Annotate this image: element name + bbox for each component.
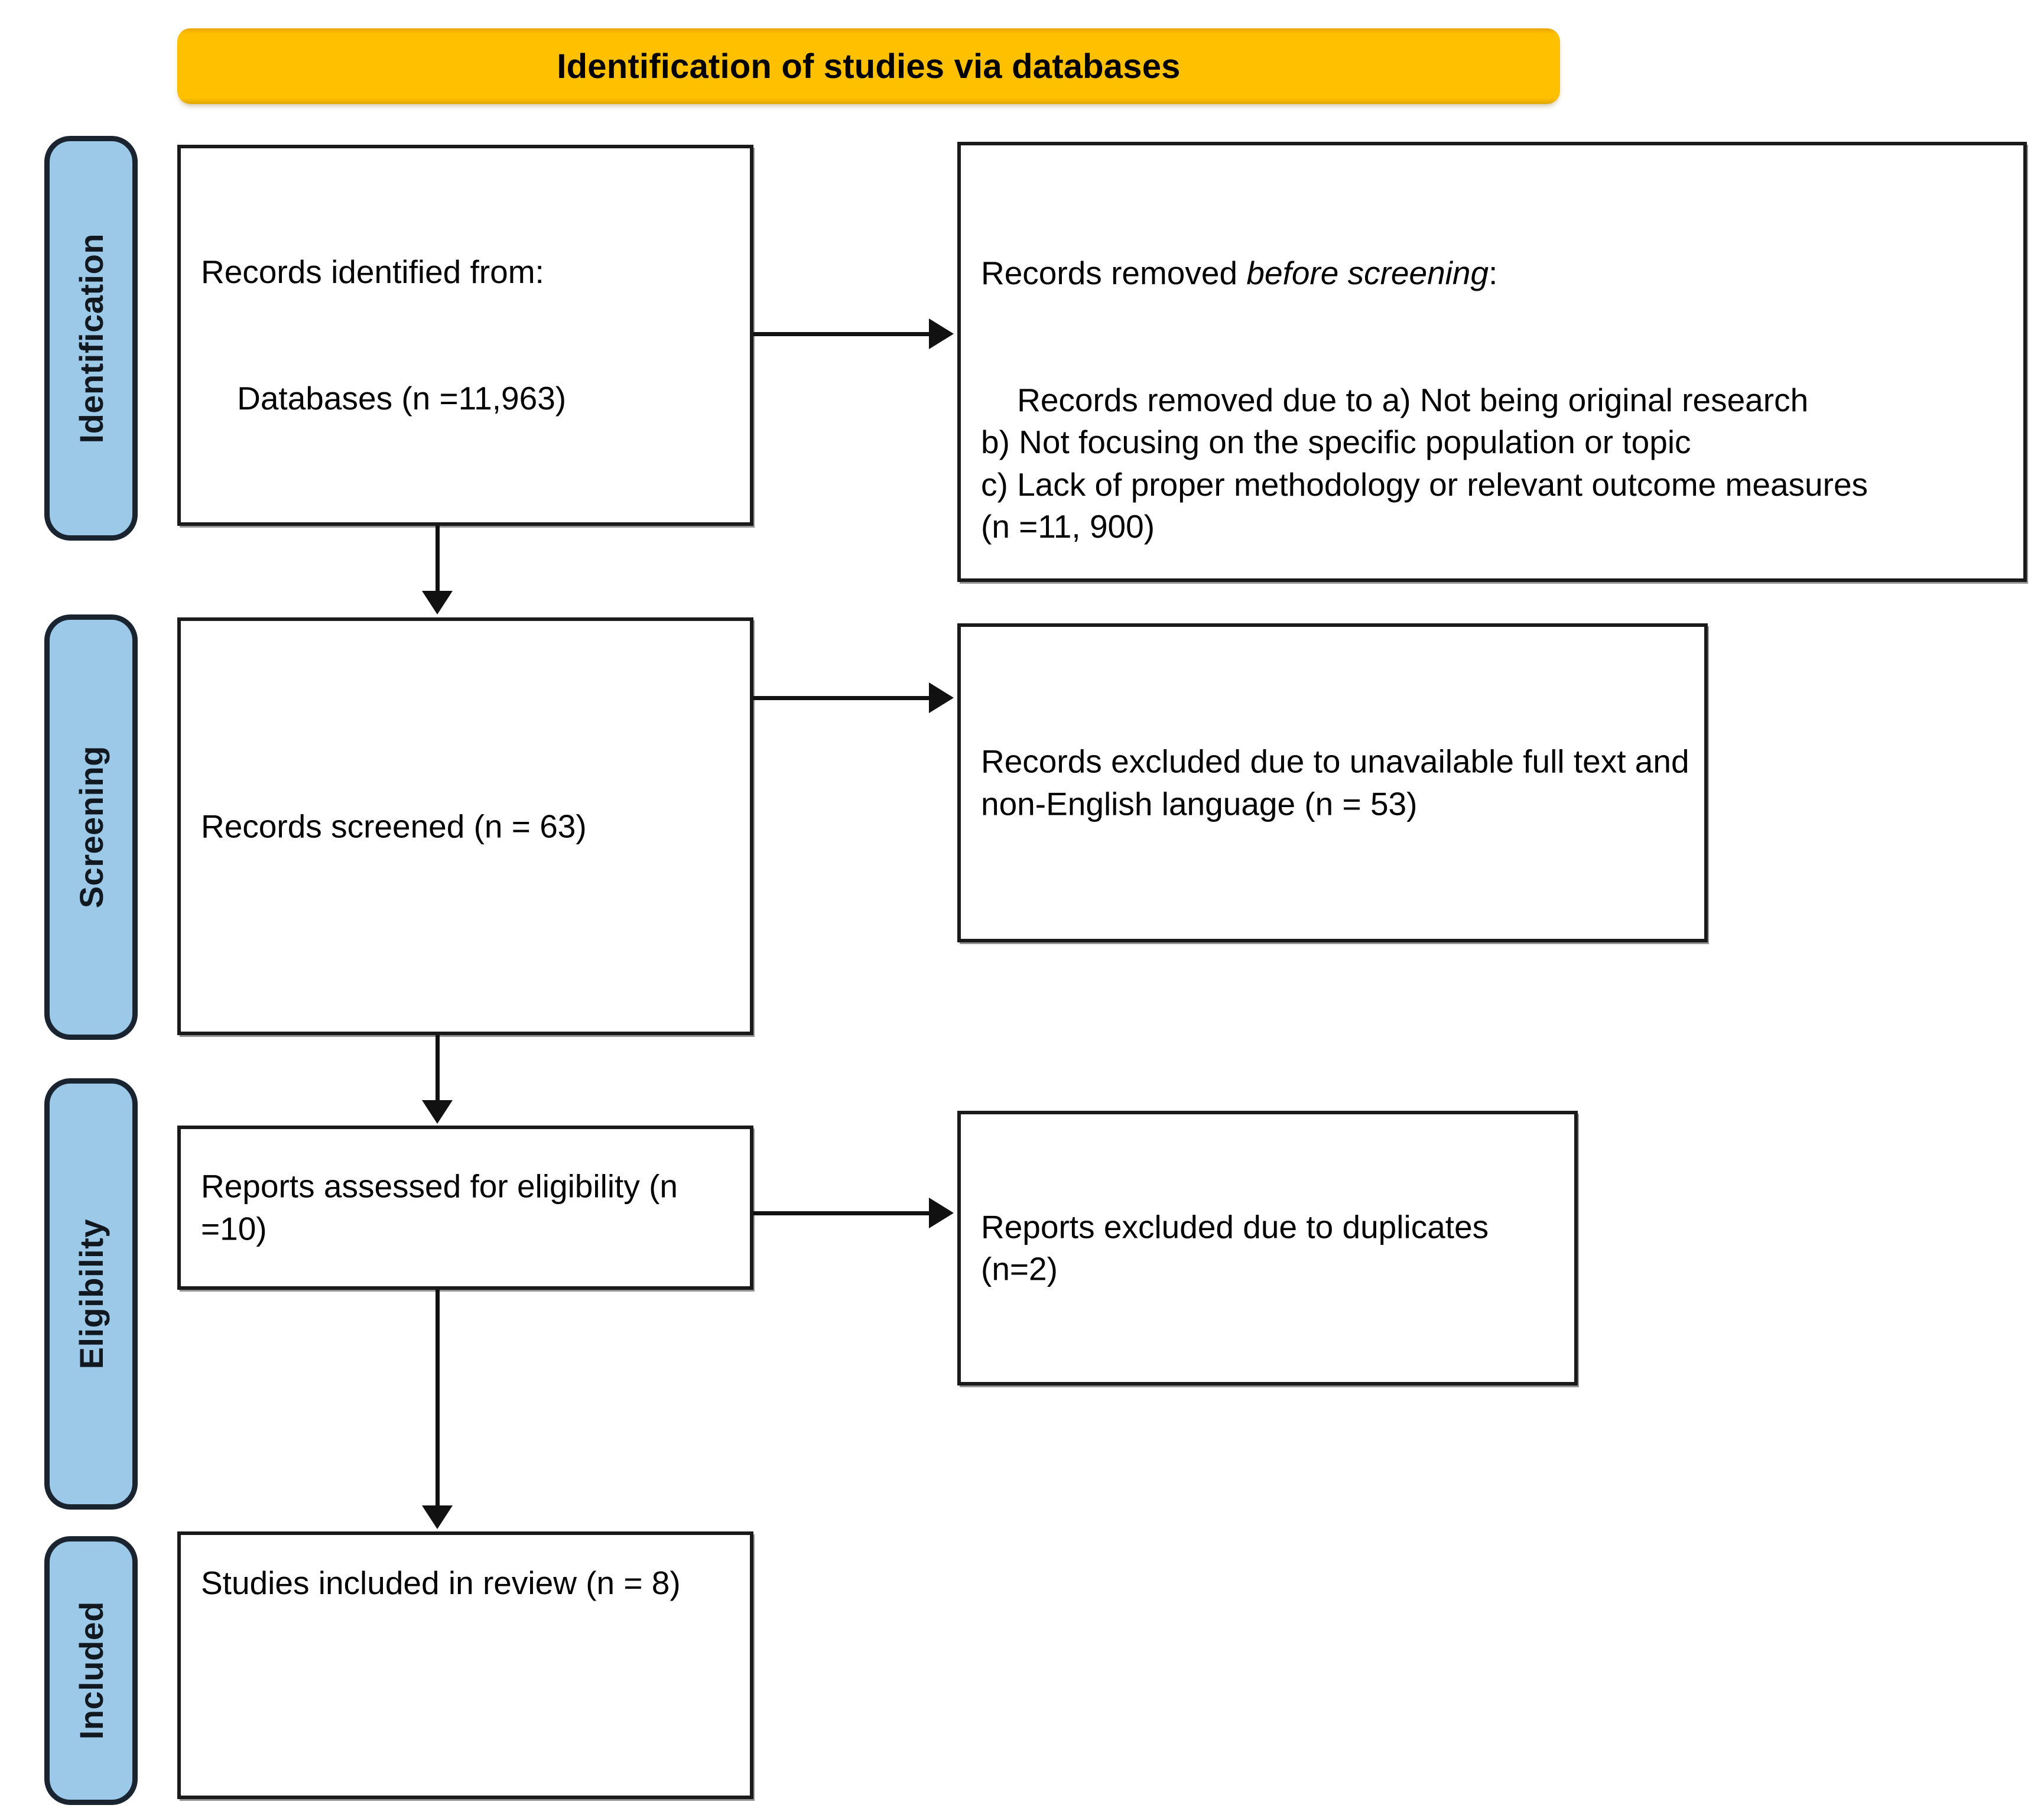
records-identified-line1: Records identified from: [201,253,544,290]
phase-label-eligibility: Eligibility [44,1078,138,1510]
box-records-excluded-text: Records excluded due to unavailable full… [981,743,1698,822]
records-removed-heading-suffix: : [1489,255,1498,291]
connector-screened-to-assessed [436,1035,440,1101]
diagram-header-banner: Identification of studies via databases [177,28,1560,104]
records-removed-heading: Records removed before screening: [981,252,2009,295]
arrowhead-screened-to-excluded [929,682,954,713]
phase-label-screening: Screening [44,614,138,1040]
phase-label-included: Included [44,1536,138,1805]
arrowhead-assessed-to-included [422,1505,453,1529]
records-identified-line2: Databases (n =11,963) [201,380,567,417]
box-reports-excluded: Reports excluded due to duplicates (n=2) [957,1111,1578,1386]
records-removed-heading-italic: before screening [1246,255,1489,291]
arrowhead-identified-to-screened [422,591,453,614]
box-records-removed-before-screening: Records removed before screening: Record… [957,142,2027,582]
phase-label-identification-text: Identification [72,233,110,444]
box-studies-included: Studies included in review (n = 8) [177,1531,753,1799]
page-title: Identification of studies via databases [557,47,1181,86]
records-removed-body: Records removed due to a) Not being orig… [981,381,1868,545]
box-records-screened-text: Records screened (n = 63) [201,807,587,844]
arrowhead-assessed-to-reports-excluded [929,1198,954,1228]
box-reports-assessed-text: Reports assessed for eligibility (n =10) [201,1167,687,1247]
box-records-removed-text: Records removed before screening: Record… [981,168,2009,633]
phase-label-eligibility-text: Eligibility [72,1218,110,1370]
phase-label-identification: Identification [44,136,138,541]
box-reports-excluded-text: Reports excluded due to duplicates (n=2) [981,1208,1498,1287]
box-records-excluded: Records excluded due to unavailable full… [957,623,1708,942]
connector-assessed-to-included [436,1290,440,1508]
box-records-identified-text: Records identified from: Databases (n =1… [201,167,736,505]
box-records-screened: Records screened (n = 63) [177,617,753,1035]
phase-label-included-text: Included [72,1601,110,1740]
connector-assessed-to-reports-excluded [753,1211,931,1215]
connector-identified-to-screened [436,526,440,592]
box-studies-included-text: Studies included in review (n = 8) [201,1565,681,1601]
box-records-identified: Records identified from: Databases (n =1… [177,145,753,526]
connector-identified-to-removed [753,332,931,336]
phase-label-screening-text: Screening [72,746,110,909]
records-removed-heading-prefix: Records removed [981,255,1247,291]
arrowhead-screened-to-assessed [422,1100,453,1124]
box-reports-assessed: Reports assessed for eligibility (n =10) [177,1126,753,1290]
arrowhead-identified-to-removed [929,318,954,349]
connector-screened-to-excluded [753,696,931,700]
